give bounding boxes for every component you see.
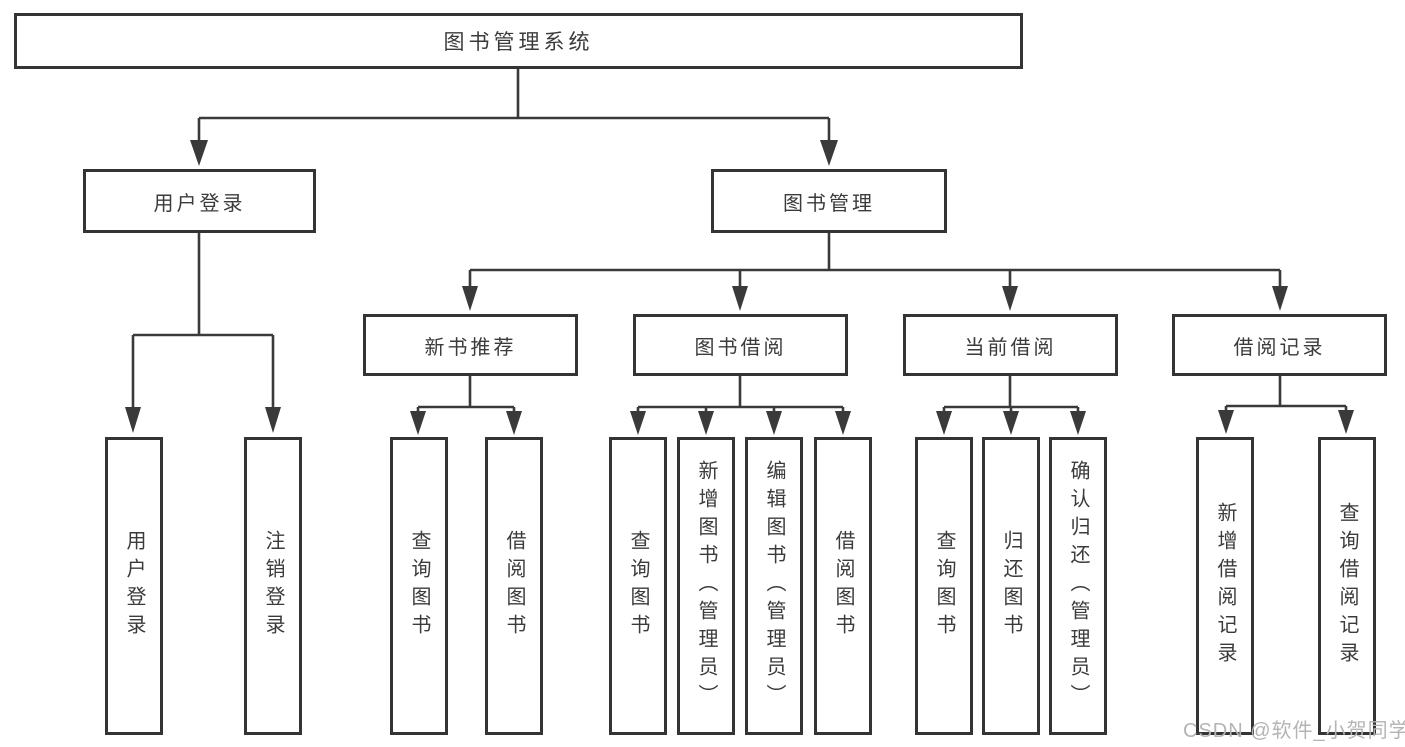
leaf-edit-book-admin: 编辑图书（管理员） [745,437,803,735]
connector-book-borrow-children [630,376,851,435]
connector-root-to-level2 [190,69,838,166]
leaf-logout: 注销登录 [244,437,302,735]
node-user-login: 用户登录 [83,169,316,233]
connector-borrow-records-children [1218,376,1354,434]
connector-book-management-children [462,233,1288,311]
leaf-query-books-borrow-label: 查询图书 [627,530,649,642]
leaf-borrow-books-label: 借阅图书 [832,530,854,642]
node-new-book-recommend-label: 新书推荐 [424,336,517,359]
leaf-borrow-books: 借阅图书 [814,437,872,735]
leaf-query-borrow-record: 查询借阅记录 [1318,437,1376,735]
leaf-borrow-books-recommend: 借阅图书 [485,437,543,735]
node-root-library-management-system: 图书管理系统 [14,13,1023,69]
leaf-borrow-books-recommend-label: 借阅图书 [503,530,525,642]
leaf-confirm-return-admin-label: 确认归还（管理员） [1067,460,1089,712]
node-book-borrow: 图书借阅 [633,314,848,376]
leaf-return-books-label: 归还图书 [1000,530,1022,642]
node-new-book-recommend: 新书推荐 [363,314,578,376]
node-book-management-label: 图书管理 [783,192,875,215]
node-book-borrow-label: 图书借阅 [694,336,787,359]
connector-current-borrow-children [936,376,1086,435]
connector-user-login-children [125,233,281,433]
leaf-edit-book-admin-label: 编辑图书（管理员） [763,460,785,712]
leaf-logout-label: 注销登录 [262,530,284,642]
leaf-query-books-current: 查询图书 [915,437,973,735]
leaf-confirm-return-admin: 确认归还（管理员） [1049,437,1107,735]
leaf-user-login: 用户登录 [105,437,163,735]
node-book-management: 图书管理 [711,169,947,233]
leaf-add-book-admin-label: 新增图书（管理员） [695,460,717,712]
leaf-add-borrow-record-label: 新增借阅记录 [1214,502,1236,670]
leaf-add-borrow-record: 新增借阅记录 [1196,437,1254,735]
leaf-query-borrow-record-label: 查询借阅记录 [1336,502,1358,670]
node-user-login-label: 用户登录 [153,192,246,215]
leaf-user-login-label: 用户登录 [123,530,145,642]
node-borrow-records: 借阅记录 [1172,314,1387,376]
leaf-return-books: 归还图书 [982,437,1040,735]
leaf-query-books-current-label: 查询图书 [933,530,955,642]
leaf-query-books-recommend-label: 查询图书 [408,530,430,642]
leaf-query-books-recommend: 查询图书 [390,437,448,735]
node-root-label: 图书管理系统 [443,31,594,54]
leaf-query-books-borrow: 查询图书 [609,437,667,735]
node-current-borrow-label: 当前借阅 [964,336,1057,359]
connector-new-book-recommend-children [410,376,522,435]
node-current-borrow: 当前借阅 [903,314,1118,376]
node-borrow-records-label: 借阅记录 [1233,336,1326,359]
csdn-watermark: CSDN @软件_小贺同学 [1183,720,1405,742]
leaf-add-book-admin: 新增图书（管理员） [677,437,735,735]
